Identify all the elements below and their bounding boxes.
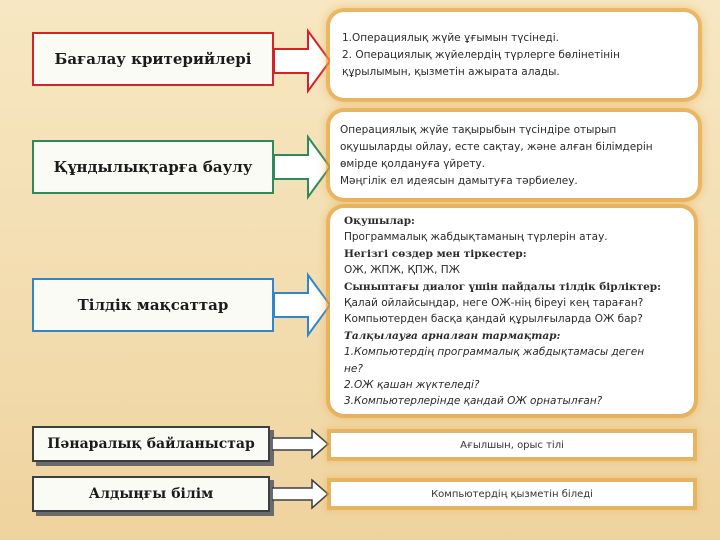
criteria-line-3: құрылымын, қызметін ажырата алады. bbox=[342, 66, 560, 78]
language-goals-box: Оқушылар: Программалық жабдықтаманың түр… bbox=[330, 208, 694, 414]
prior-knowledge-arrow bbox=[272, 478, 330, 510]
prior-knowledge-box: Компьютердің қызметін біледі bbox=[330, 481, 694, 507]
criteria-label: Бағалау критерийлері bbox=[32, 32, 274, 86]
values-arrow bbox=[274, 134, 332, 200]
language-goals-line-8: Талқылауға арналған тармақтар: bbox=[344, 329, 561, 342]
language-goals-line-2: Программалық жабдықтаманың түрлерін атау… bbox=[344, 231, 608, 244]
language-goals-line-6: Қалай ойлайсыңдар, неге ОЖ-нің біреуі ке… bbox=[344, 297, 644, 310]
language-goals-line-11: 2.ОЖ қашан жүктеледі? bbox=[344, 379, 480, 392]
language-goals-line-12: 3.Компьютерлерінде қандай ОЖ орнатылған? bbox=[344, 395, 603, 408]
values-line-3: өмірде қолдануға үйрету. bbox=[340, 158, 486, 170]
interdisciplinary-text: Ағылшын, орыс тілі bbox=[460, 439, 564, 451]
criteria-label-text: Бағалау критерийлері bbox=[54, 50, 252, 68]
interdisciplinary-label-text: Пәнаралық байланыстар bbox=[47, 436, 255, 452]
language-goals-line-5: Сыныптағы диалог үшін пайдалы тілдік бір… bbox=[344, 280, 662, 293]
values-box: Операциялық жүйе тақырыбын түсіндіре оты… bbox=[330, 112, 698, 198]
language-goals-line-4: ОЖ, ЖПЖ, ҚПЖ, ПЖ bbox=[344, 264, 460, 277]
values-line-1: Операциялық жүйе тақырыбын түсіндіре оты… bbox=[340, 124, 617, 136]
values-line-2: оқушыларды ойлау, есте сақтау, және алға… bbox=[340, 141, 653, 153]
interdisciplinary-box: Ағылшын, орыс тілі bbox=[330, 432, 694, 458]
interdisciplinary-arrow bbox=[272, 428, 330, 460]
values-label: Құндылықтарға баулу bbox=[32, 140, 274, 194]
language-goals-label: Тілдік мақсаттар bbox=[32, 278, 274, 332]
prior-knowledge-label: Алдыңғы білім bbox=[32, 476, 270, 512]
language-goals-line-1: Оқушылар: bbox=[344, 215, 415, 227]
criteria-line-2: 2. Операциялық жүйелердің түрлерге бөлін… bbox=[342, 49, 620, 61]
language-goals-line-3: Негізгі сөздер мен тіркестер: bbox=[344, 247, 527, 260]
criteria-box: 1.Операциялық жүйе ұғымын түсінеді. 2. О… bbox=[330, 12, 698, 98]
criteria-line-1: 1.Операциялық жүйе ұғымын түсінеді. bbox=[342, 32, 559, 44]
language-goals-label-text: Тілдік мақсаттар bbox=[77, 296, 229, 314]
language-goals-line-7: Компьютерден басқа қандай құрылғыларда О… bbox=[344, 313, 643, 326]
criteria-arrow bbox=[274, 28, 332, 94]
language-goals-line-10: не? bbox=[344, 362, 363, 375]
prior-knowledge-label-text: Алдыңғы білім bbox=[88, 486, 214, 502]
prior-knowledge-text: Компьютердің қызметін біледі bbox=[431, 488, 593, 500]
language-goals-line-9: 1.Компьютердің программалық жабдықтамасы… bbox=[344, 346, 645, 359]
interdisciplinary-label: Пәнаралық байланыстар bbox=[32, 426, 270, 462]
values-label-text: Құндылықтарға баулу bbox=[53, 158, 253, 176]
values-line-4: Мәңгілік ел идеясын дамытуға тәрбиелеу. bbox=[340, 175, 578, 187]
language-goals-arrow bbox=[274, 272, 332, 338]
